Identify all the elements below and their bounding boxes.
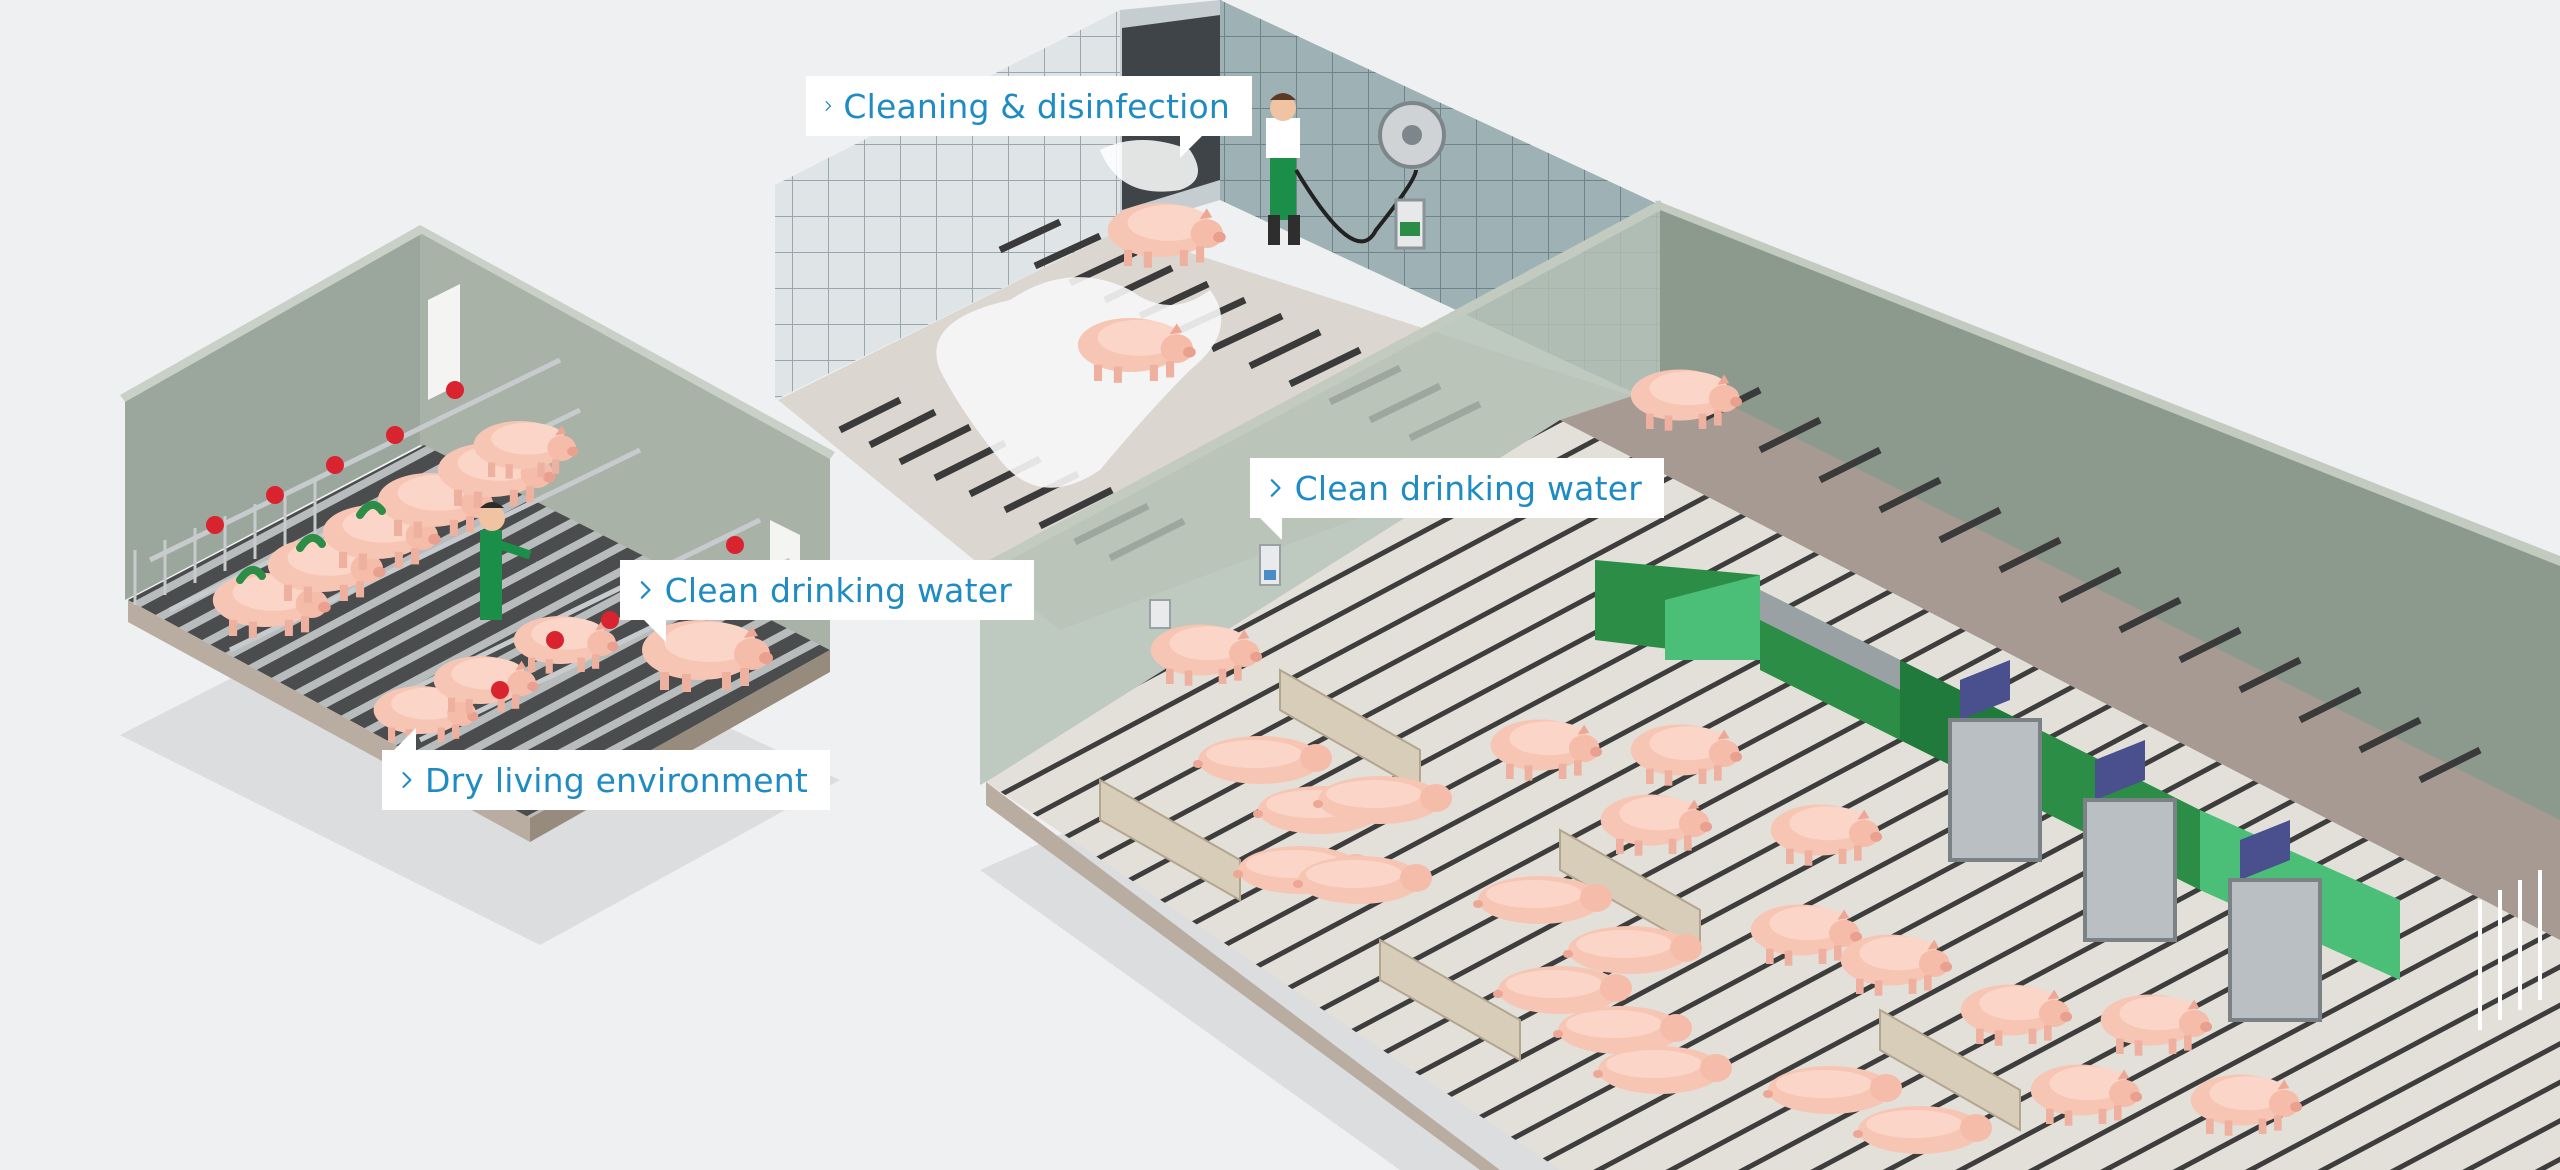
chevron-right-icon [825, 101, 832, 111]
callout-tail [1180, 136, 1202, 158]
chevron-right-icon [1270, 479, 1281, 497]
hotspot-clean-drinking-water-barn[interactable]: Clean drinking water [1250, 458, 1664, 540]
hotspot-cleaning-disinfection[interactable]: Cleaning & disinfection [806, 76, 1252, 158]
callout-tail [644, 620, 666, 642]
hotspot-label: Clean drinking water [1294, 468, 1642, 508]
hotspot-label: Dry living environment [425, 760, 808, 800]
chevron-right-icon [402, 772, 412, 788]
callout-tail [394, 728, 416, 750]
hotspot-dry-living-environment[interactable]: Dry living environment [382, 728, 830, 810]
hotspot-label: Clean drinking water [664, 570, 1012, 610]
callout-tail [1260, 518, 1282, 540]
chevron-right-icon [640, 581, 651, 599]
hotspot-label: Cleaning & disinfection [843, 86, 1230, 126]
hotspot-clean-drinking-water-farrowing[interactable]: Clean drinking water [620, 560, 1034, 642]
